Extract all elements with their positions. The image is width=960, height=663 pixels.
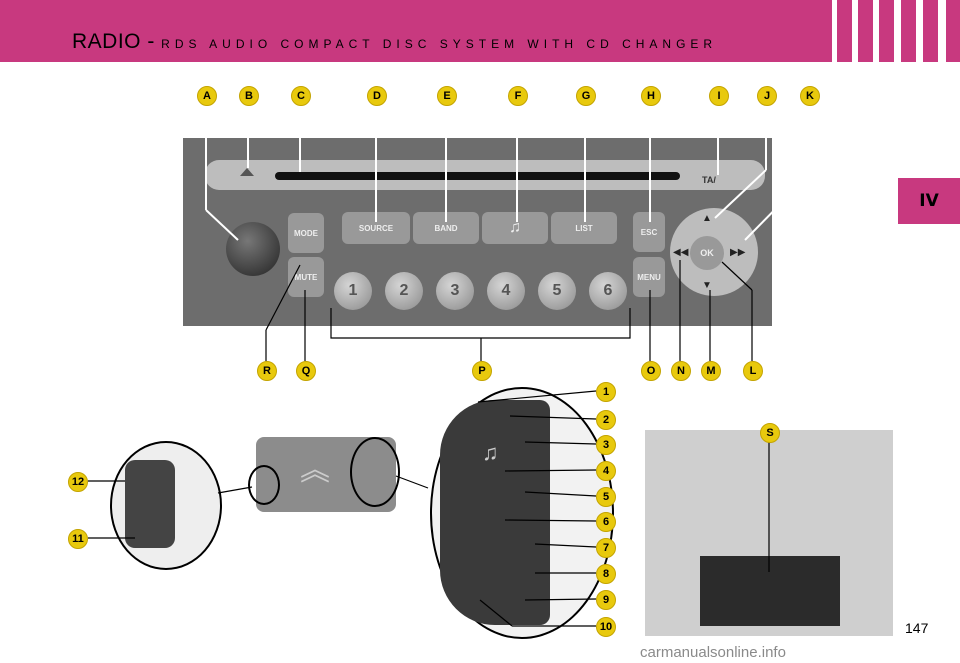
callout-c: C xyxy=(291,86,311,106)
music-note-icon: ♫ xyxy=(482,440,499,465)
callout-6: 6 xyxy=(596,512,616,532)
page-header: RADIO - RDS AUDIO COMPACT DISC SYSTEM WI… xyxy=(0,0,960,62)
section-tab[interactable]: IV xyxy=(898,178,960,224)
callout-11: 11 xyxy=(68,529,88,549)
callout-m: M xyxy=(701,361,721,381)
callout-2: 2 xyxy=(596,410,616,430)
callout-f: F xyxy=(508,86,528,106)
callout-4: 4 xyxy=(596,461,616,481)
eject-icon xyxy=(240,168,254,176)
callout-a: A xyxy=(197,86,217,106)
page-title: RADIO - RDS AUDIO COMPACT DISC SYSTEM WI… xyxy=(72,30,717,54)
preset-button: 5 xyxy=(538,272,576,310)
callout-9: 9 xyxy=(596,590,616,610)
callout-i: I xyxy=(709,86,729,106)
callout-7: 7 xyxy=(596,538,616,558)
header-stripe xyxy=(916,0,923,62)
callout-k: K xyxy=(800,86,820,106)
cd-slot xyxy=(275,172,680,180)
header-stripe xyxy=(938,0,946,62)
title-main: RADIO - xyxy=(72,30,162,53)
cd-changer-unit xyxy=(700,556,840,626)
callout-j: J xyxy=(757,86,777,106)
title-subtitle: RDS AUDIO COMPACT DISC SYSTEM WITH CD CH… xyxy=(161,37,718,51)
callout-b: B xyxy=(239,86,259,106)
callout-1: 1 xyxy=(596,382,616,402)
zoom-circle-left xyxy=(248,465,280,505)
callout-10: 10 xyxy=(596,617,616,637)
volume-knob xyxy=(226,222,280,276)
callout-5: 5 xyxy=(596,487,616,507)
callout-12: 12 xyxy=(68,472,88,492)
preset-button: 3 xyxy=(436,272,474,310)
wheel-control-left-stalk xyxy=(125,460,175,548)
page-number: 147 xyxy=(905,620,929,636)
callout-o: O xyxy=(641,361,661,381)
header-stripe xyxy=(873,0,879,62)
header-stripe xyxy=(852,0,858,62)
menu-button: MENU xyxy=(633,257,665,297)
ok-button: OK xyxy=(690,236,724,270)
preset-button: 1 xyxy=(334,272,372,310)
zoom-circle-right xyxy=(350,437,400,507)
callout-p: P xyxy=(472,361,492,381)
wheel-control-right-stalk xyxy=(440,400,550,625)
fast-forward-icon: ▶▶ xyxy=(730,247,746,258)
callout-h: H xyxy=(641,86,661,106)
callout-r: R xyxy=(257,361,277,381)
header-stripe xyxy=(832,0,837,62)
music-note-icon: ♫ xyxy=(482,212,548,244)
callout-3: 3 xyxy=(596,435,616,455)
preset-button: 4 xyxy=(487,272,525,310)
preset-button: 6 xyxy=(589,272,627,310)
callout-8: 8 xyxy=(596,564,616,584)
callout-n: N xyxy=(671,361,691,381)
callout-q: Q xyxy=(296,361,316,381)
watermark: carmanualsonline.info xyxy=(640,644,786,661)
header-stripe xyxy=(894,0,901,62)
mode-button: MODE xyxy=(288,213,324,253)
callout-l: L xyxy=(743,361,763,381)
arrow-up-icon: ▲ xyxy=(702,213,712,224)
callout-d: D xyxy=(367,86,387,106)
brand-chevron-icon: ︽ xyxy=(300,454,330,487)
callout-g: G xyxy=(576,86,596,106)
band-button: BAND xyxy=(413,212,479,244)
callout-s: S xyxy=(760,423,780,443)
arrow-down-icon: ▼ xyxy=(702,280,712,291)
ta-button-label: TA/ xyxy=(702,175,716,185)
preset-button: 2 xyxy=(385,272,423,310)
callout-e: E xyxy=(437,86,457,106)
rewind-icon: ◀◀ xyxy=(673,247,689,258)
